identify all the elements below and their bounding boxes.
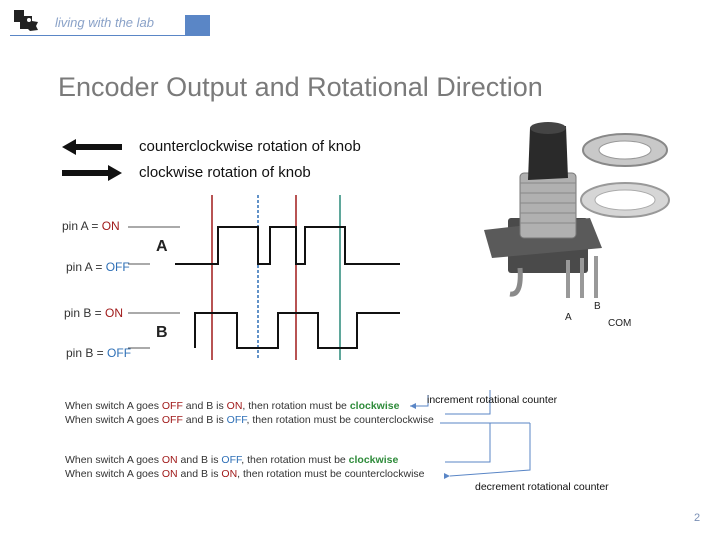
note-direction: clockwise	[349, 400, 400, 412]
note-text: When switch A goes	[65, 414, 162, 426]
increment-counter-label: increment rotational counter	[427, 394, 558, 406]
cw-legend-label: clockwise rotation of knob	[139, 164, 311, 181]
note-text: and B is	[177, 468, 222, 480]
note-text: and B is	[182, 414, 227, 426]
pin-b-off-value: OFF	[107, 346, 132, 360]
note-state: ON	[221, 468, 238, 480]
note-state: OFF	[161, 400, 183, 412]
signal-a-waveform	[175, 226, 400, 265]
note-text: , then rotation must be	[242, 400, 350, 412]
rule-note-3: When switch A goes ON and B is OFF, then…	[65, 454, 398, 466]
decrement-counter-label: decrement rotational counter	[475, 481, 609, 493]
note-text: When switch A goes	[65, 454, 162, 466]
signal-b-label: B	[156, 324, 168, 341]
rule-note-2: When switch A goes OFF and B is OFF, the…	[65, 414, 434, 426]
header-accent-box	[185, 15, 210, 36]
pin-a-off-value: OFF	[105, 260, 130, 274]
lab-logo-icon	[12, 8, 40, 34]
pin-a-on-value: ON	[101, 219, 120, 233]
note-text: and B is	[177, 454, 222, 466]
pin-b-off-label: pin B = OFF	[66, 346, 131, 360]
cw-arrow-icon	[62, 165, 122, 181]
note-text: , then rotation must be counterclockwise	[237, 468, 425, 480]
page-title: Encoder Output and Rotational Direction	[58, 72, 543, 102]
note-text: When switch A goes	[65, 468, 162, 480]
note-state: ON	[226, 400, 243, 412]
waveform-diagram	[128, 195, 400, 360]
note-state: ON	[161, 468, 178, 480]
note-state: OFF	[221, 454, 242, 466]
signal-b-waveform	[194, 312, 400, 349]
note-text: , then rotation must be	[241, 454, 349, 466]
pin-a-on-label: pin A = ON	[62, 219, 120, 233]
pin-b-on-prefix: pin B =	[64, 306, 106, 320]
pin-a-off-prefix: pin A =	[66, 260, 106, 274]
note-text: and B is	[182, 400, 227, 412]
header-divider	[10, 35, 185, 36]
pin-b-off-prefix: pin B =	[66, 346, 108, 360]
encoder-pin-b-label: B	[594, 301, 601, 312]
note-text: When switch A goes	[65, 400, 162, 412]
ccw-legend-label: counterclockwise rotation of knob	[139, 138, 361, 155]
lab-name: living with the lab	[55, 15, 154, 30]
note-direction: clockwise	[348, 454, 399, 466]
encoder-pin-a-label: A	[565, 312, 572, 323]
note-text: , then rotation must be counterclockwise	[246, 414, 434, 426]
increment-connector	[440, 422, 491, 463]
note-state: OFF	[161, 414, 183, 426]
rotary-encoder-image	[484, 122, 670, 298]
rule-note-1: When switch A goes OFF and B is ON, then…	[65, 400, 399, 412]
pin-b-on-value: ON	[105, 306, 124, 320]
note-state: OFF	[226, 414, 247, 426]
ccw-arrow-icon	[62, 139, 122, 155]
counter-connectors	[410, 390, 531, 479]
knob-shaft-icon	[528, 126, 568, 180]
pin-a-on-prefix: pin A =	[62, 219, 102, 233]
note-state: ON	[161, 454, 178, 466]
signal-a-label: A	[156, 238, 168, 255]
decrement-connector	[445, 390, 491, 415]
pin-a-off-label: pin A = OFF	[66, 260, 130, 274]
page-number: 2	[694, 512, 701, 524]
encoder-com-label: COM	[608, 318, 632, 329]
pin-b-on-label: pin B = ON	[64, 306, 123, 320]
rule-note-4: When switch A goes ON and B is ON, then …	[65, 468, 425, 480]
